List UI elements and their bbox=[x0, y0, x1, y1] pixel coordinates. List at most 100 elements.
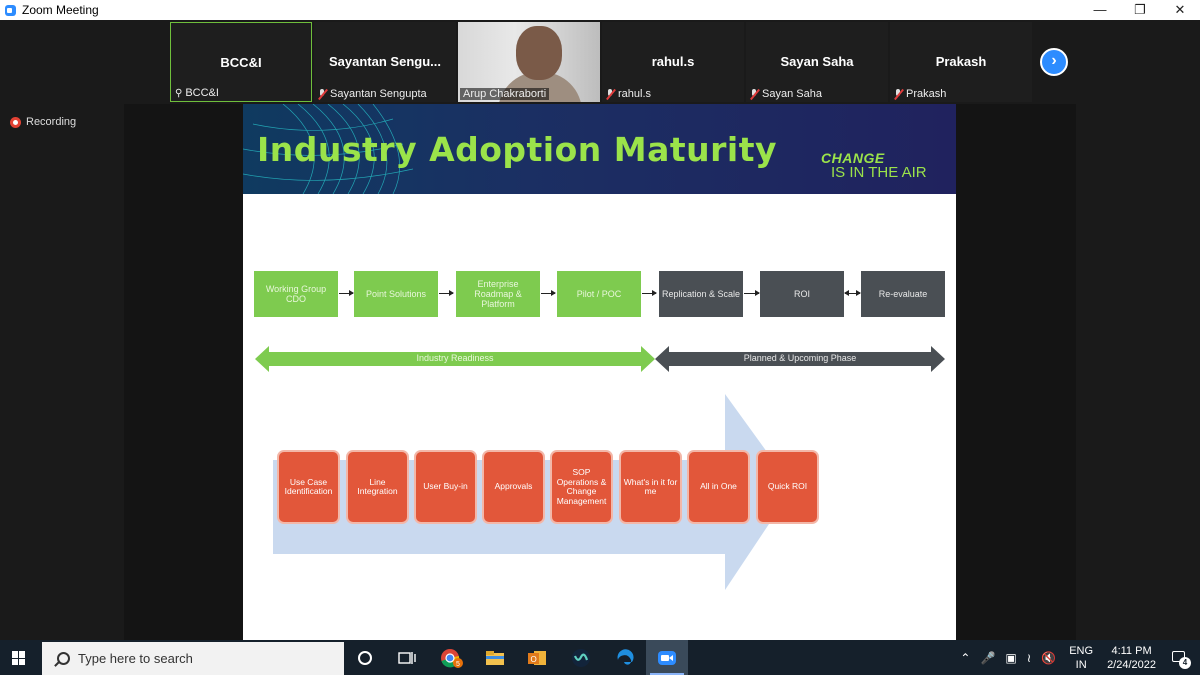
restore-button[interactable]: ❐ bbox=[1134, 2, 1146, 17]
notification-count: 4 bbox=[1179, 656, 1191, 669]
shared-slide: Industry Adoption Maturity CHANGE IS IN … bbox=[243, 104, 956, 640]
participant-name: Prakash bbox=[935, 54, 987, 69]
window-title-bar: Zoom Meeting — ❐ ✕ bbox=[0, 0, 1200, 20]
enabler-card: SOP Operations & Change Management bbox=[550, 450, 613, 524]
action-center-button[interactable]: 4 bbox=[1166, 648, 1194, 669]
participant-name: BCC&I bbox=[220, 55, 262, 70]
clock-date: 2/24/2022 bbox=[1107, 658, 1156, 671]
industry-readiness-band: Industry Readiness bbox=[255, 346, 655, 372]
participant-caption: Sayantan Sengupta bbox=[318, 88, 427, 100]
recording-label: Recording bbox=[26, 116, 77, 128]
language-indicator[interactable]: ENG IN bbox=[1069, 644, 1093, 672]
participant-caption: rahul.s bbox=[606, 88, 651, 100]
participant-caption-text: rahul.s bbox=[618, 88, 652, 100]
participant-caption-text: Sayantan Sengupta bbox=[330, 88, 427, 100]
participant-strip: BCC&I ⚲ BCC&I Sayantan Sengu... Sayantan… bbox=[170, 22, 1032, 102]
battery-icon[interactable]: ▣ bbox=[1005, 650, 1017, 665]
enabler-card: Line Integration bbox=[346, 450, 409, 524]
chrome-icon[interactable]: 5 bbox=[430, 640, 472, 675]
participant-tile[interactable]: BCC&I ⚲ BCC&I bbox=[170, 22, 312, 102]
participant-caption-text: Prakash bbox=[906, 88, 947, 100]
flow-arrow bbox=[642, 290, 657, 296]
double-arrow-shape bbox=[655, 346, 945, 372]
enabler-card: All in One bbox=[687, 450, 750, 524]
muted-mic-icon bbox=[318, 88, 327, 100]
enabler-card: What's in it for me bbox=[619, 450, 682, 524]
task-view-icon[interactable] bbox=[386, 640, 428, 675]
participant-tile[interactable]: rahul.s rahul.s bbox=[602, 22, 744, 102]
participant-name: Sayan Saha bbox=[780, 54, 854, 69]
language-code: ENG bbox=[1069, 644, 1094, 657]
next-participants-button[interactable]: › bbox=[1040, 48, 1068, 76]
slide-logo-line1: CHANGE bbox=[821, 150, 885, 166]
participant-tile[interactable]: Sayan Saha Sayan Saha bbox=[746, 22, 888, 102]
microphone-icon[interactable]: 🎤 bbox=[980, 650, 996, 665]
file-explorer-icon[interactable] bbox=[474, 640, 516, 675]
participant-name: rahul.s bbox=[651, 54, 695, 69]
speaker-muted-icon[interactable]: 🔇 bbox=[1041, 650, 1057, 665]
flow-arrow-bidirectional bbox=[844, 290, 861, 296]
band-label: Industry Readiness bbox=[416, 353, 494, 363]
recording-indicator[interactable]: Recording bbox=[10, 116, 76, 128]
cortana-icon[interactable] bbox=[344, 640, 386, 675]
recording-icon bbox=[10, 116, 21, 128]
minimize-button[interactable]: — bbox=[1093, 2, 1107, 17]
participant-caption: Arup Chakraborti bbox=[460, 88, 550, 100]
process-step: Pilot / POC bbox=[557, 271, 641, 317]
flow-arrow bbox=[439, 290, 454, 296]
clock-time: 4:11 PM bbox=[1111, 644, 1152, 657]
process-step: ROI bbox=[760, 271, 844, 317]
participant-caption-text: Sayan Saha bbox=[762, 88, 822, 100]
chrome-badge: 5 bbox=[456, 661, 460, 668]
chevron-up-icon[interactable]: ⌃ bbox=[960, 650, 971, 665]
webex-icon[interactable] bbox=[560, 640, 602, 675]
enabler-card: Use Case Identification bbox=[277, 450, 340, 524]
process-step: Replication & Scale bbox=[659, 271, 743, 317]
participant-caption-text: Arup Chakraborti bbox=[463, 88, 547, 100]
close-button[interactable]: ✕ bbox=[1174, 2, 1186, 17]
participant-caption-text: BCC&I bbox=[185, 87, 219, 99]
enabler-card: User Buy-in bbox=[414, 450, 477, 524]
muted-mic-icon bbox=[606, 88, 615, 100]
search-icon bbox=[54, 651, 70, 666]
planned-phase-band: Planned & Upcoming Phase bbox=[655, 346, 945, 372]
windows-start-icon[interactable] bbox=[12, 651, 26, 665]
flow-arrow bbox=[541, 290, 556, 296]
system-tray: ⌃ 🎤 ▣ ≀ 🔇 ENG IN 4:11 PM 2/24/2022 4 bbox=[955, 640, 1200, 675]
muted-mic-icon bbox=[750, 88, 759, 100]
chevron-right-icon: › bbox=[1051, 52, 1057, 69]
slide-title: Industry Adoption Maturity bbox=[257, 130, 778, 169]
double-arrow-shape bbox=[255, 346, 655, 372]
process-step: Working Group CDO bbox=[254, 271, 338, 317]
process-step: Point Solutions bbox=[354, 271, 438, 317]
enabler-card: Quick ROI bbox=[756, 450, 819, 524]
slide-header: Industry Adoption Maturity CHANGE IS IN … bbox=[243, 104, 956, 194]
participant-tile[interactable]: Sayantan Sengu... Sayantan Sengupta bbox=[314, 22, 456, 102]
outlook-icon[interactable]: O bbox=[516, 640, 558, 675]
clock[interactable]: 4:11 PM 2/24/2022 bbox=[1107, 644, 1156, 672]
meeting-stage: BCC&I ⚲ BCC&I Sayantan Sengu... Sayantan… bbox=[0, 20, 1200, 640]
edge-icon[interactable] bbox=[604, 640, 646, 675]
wifi-icon[interactable]: ≀ bbox=[1026, 650, 1032, 665]
participant-video-face bbox=[516, 26, 562, 80]
window-controls: — ❐ ✕ bbox=[1080, 0, 1200, 20]
search-placeholder: Type here to search bbox=[78, 651, 193, 666]
windows-taskbar: Type here to search 5 O ⌃ 🎤 ▣ ≀ 🔇 bbox=[0, 640, 1200, 675]
participant-tile[interactable]: Prakash Prakash bbox=[890, 22, 1032, 102]
zoom-app-icon bbox=[5, 4, 16, 16]
wave-pattern-graphic bbox=[243, 104, 414, 194]
region-code: IN bbox=[1075, 658, 1087, 671]
zoom-taskbar-icon[interactable] bbox=[646, 640, 688, 675]
slide-logo-line2: IS IN THE AIR bbox=[831, 164, 927, 181]
participant-caption: Prakash bbox=[894, 88, 946, 100]
participant-caption: ⚲ BCC&I bbox=[175, 87, 219, 99]
flow-arrow bbox=[339, 290, 354, 296]
participant-video-tile[interactable]: Arup Chakraborti bbox=[458, 22, 600, 102]
pin-icon: ⚲ bbox=[175, 87, 183, 99]
taskbar-search-box[interactable]: Type here to search bbox=[42, 642, 344, 675]
enabler-card: Approvals bbox=[482, 450, 545, 524]
process-step: Re-evaluate bbox=[861, 271, 945, 317]
participant-name: Sayantan Sengu... bbox=[329, 54, 441, 69]
band-label: Planned & Upcoming Phase bbox=[743, 353, 857, 363]
window-title: Zoom Meeting bbox=[22, 3, 99, 17]
